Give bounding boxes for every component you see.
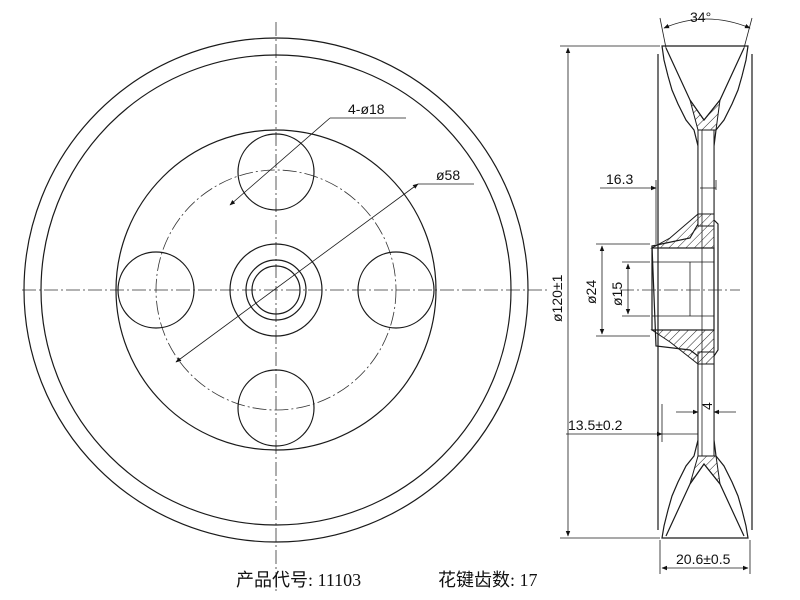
product-code-label: 产品代号: [236, 570, 314, 590]
hub-offset-label: 16.3 [606, 171, 633, 187]
groove-angle-label: 34° [690, 9, 711, 25]
side-section-view: 34° ø120±1 ø24 ø15 16.3 4 13.5±0.2 [549, 9, 753, 574]
hub-diameter-label: ø24 [583, 280, 599, 304]
spline-count-caption: 花键齿数: 17 [438, 566, 538, 592]
overall-width-label: 20.6±0.5 [676, 551, 731, 567]
hub-top-hatch [650, 213, 715, 249]
groove-bottom-hatch [689, 455, 721, 486]
outer-rim [23, 37, 529, 543]
hole-pattern-label: 4-ø18 [348, 101, 385, 117]
web-face-circle [115, 129, 437, 451]
product-code-caption: 产品代号: 11103 [236, 566, 361, 592]
web-top-hatch [697, 129, 715, 227]
bolt-circle-label: ø58 [436, 167, 460, 183]
groove-v-top [665, 47, 745, 122]
front-view: 4-ø18 ø58 [22, 22, 548, 592]
hole-dimension-leader [229, 117, 331, 206]
product-code-value: 11103 [317, 570, 362, 590]
hub-bore-section [651, 247, 715, 331]
rim-inner-edge [40, 54, 512, 526]
groove-v-bottom [665, 462, 745, 537]
spline-count-value: 17 [519, 570, 538, 590]
web-thickness-label: 4 [699, 402, 715, 410]
groove-top-hatch [689, 98, 721, 131]
bore-diameter-label: ø15 [609, 282, 625, 306]
groove-angle-arc [663, 18, 751, 29]
bolt-circle-leader [175, 183, 419, 363]
outer-diameter-label: ø120±1 [549, 274, 565, 322]
spline-count-label: 花键齿数: [438, 570, 516, 590]
hole-bottom [237, 369, 315, 447]
web-offset-label: 13.5±0.2 [568, 417, 623, 433]
